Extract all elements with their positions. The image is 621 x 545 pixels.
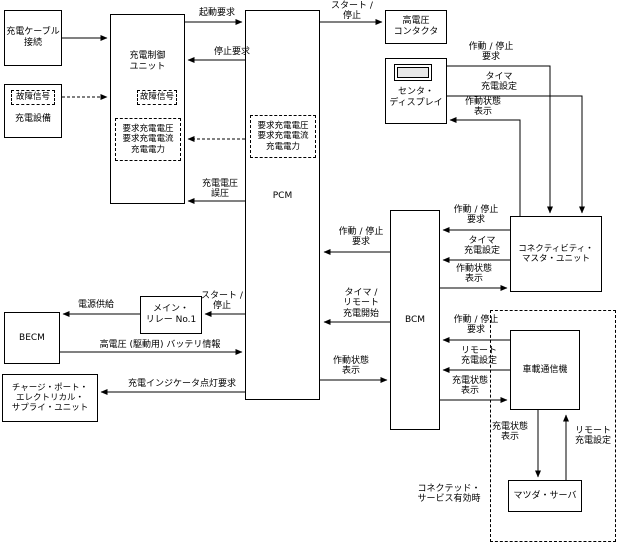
label-timer-charge-setting-display: タイマ 充電設定 [480, 72, 517, 93]
arrow-display-cmu-timer [447, 95, 585, 214]
label-charge-status-tcu: 充電状態 表示 [451, 376, 488, 397]
request-values-badge: 要求充電電圧 要求充電電流 充電電力 [115, 118, 181, 161]
box-connectivity-master-unit: コネクティビティ・ マスタ・ユニット [510, 216, 602, 292]
arrow-display-cmu-request [447, 65, 553, 214]
label-operation-status-display: 作動状態 表示 [464, 97, 501, 118]
display-icon [394, 64, 432, 81]
label-operation-stop-request-pcm: 作動 / 停止 要求 [338, 227, 384, 248]
pcm-label: PCM [272, 191, 293, 201]
label-hv-battery-info: 高電圧 (駆動用) バッテリ情報 [99, 340, 221, 350]
box-hv-contactor: 高電圧 コンタクタ [385, 10, 447, 44]
label-charge-indicator-request: 充電インジケータ点灯要求 [127, 379, 236, 389]
charge-control-unit-label: 充電制御 ユニット [129, 51, 166, 72]
label-operation-stop-request-display: 作動 / 停止 要求 [468, 42, 514, 63]
label-start-stop-top: スタート / 停止 [331, 1, 373, 22]
label-startup-request: 起動要求 [198, 8, 235, 18]
box-tcu: 車載通信機 [510, 330, 580, 410]
box-becm: BECM [4, 312, 60, 364]
box-pcm: 要求充電電圧 要求充電電流 充電電力 PCM [245, 10, 320, 400]
connected-service-region [490, 310, 616, 542]
box-charge-control-unit: 充電制御 ユニット 故障信号 要求充電電圧 要求充電電流 充電電力 [110, 14, 185, 204]
label-operation-stop-request-tcu: 作動 / 停止 要求 [453, 315, 499, 336]
label-remote-charge-setting-server: リモート 充電設定 [574, 426, 611, 447]
label-timer-remote-charge-start: タイマ / リモート 充電開始 [342, 288, 379, 319]
label-power-supply: 電源供給 [77, 300, 114, 310]
box-charging-equipment: 故障信号 充電設備 [4, 84, 62, 138]
box-main-relay: メイン・ リレー No.1 [140, 296, 202, 334]
fault-signal-badge: 故障信号 [137, 90, 177, 105]
charging-equipment-label: 充電設備 [14, 114, 51, 124]
label-start-stop-relay: スタート / 停止 [201, 291, 243, 312]
label-charge-status-server: 充電状態 表示 [491, 422, 528, 443]
label-stop-request: 停止要求 [213, 47, 250, 57]
label-timer-charge-setting-cmu: タイマ 充電設定 [463, 236, 500, 257]
fault-signal-badge: 故障信号 [11, 90, 55, 105]
label-connected-service: コネクテッド・ サービス有効時 [417, 484, 481, 505]
center-display-label: センタ・ ディスプレイ [389, 87, 443, 108]
label-remote-charge-setting-tcu: リモート 充電設定 [460, 346, 497, 367]
box-bcm: BCM [390, 210, 440, 430]
arrow-cmu-display-status [449, 117, 521, 216]
box-mazda-server: マツダ・サーバ [508, 480, 582, 512]
box-charge-cable: 充電ケーブル 接続 [4, 10, 62, 66]
label-operation-status-pcm: 作動状態 表示 [332, 356, 369, 377]
label-charge-voltage: 充電電圧 誤圧 [201, 179, 238, 200]
label-operation-stop-request-cmu: 作動 / 停止 要求 [453, 205, 499, 226]
box-center-display: センタ・ ディスプレイ [385, 58, 447, 124]
request-values-badge: 要求充電電圧 要求充電電流 充電電力 [250, 115, 316, 158]
label-operation-status-cmu: 作動状態 表示 [455, 264, 492, 285]
box-charge-port-unit: チャージ・ポート・ エレクトリカル・ サプライ・ユニット [2, 374, 98, 422]
